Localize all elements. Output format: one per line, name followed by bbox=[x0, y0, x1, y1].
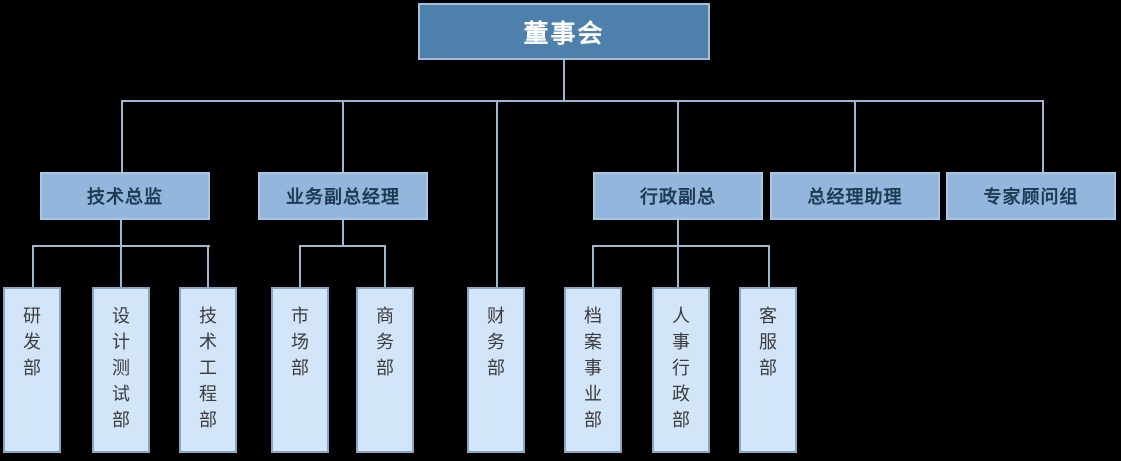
node-tech-director[interactable]: 技术总监 bbox=[40, 172, 210, 220]
node-hr-admin-dept[interactable]: 人事行政部 bbox=[652, 287, 710, 453]
connector-drop-gm-assistant bbox=[854, 100, 856, 172]
node-finance-dept-label: 财务部 bbox=[487, 306, 505, 378]
node-hr-admin-dept-label: 人事行政部 bbox=[672, 306, 690, 430]
node-archives-dept[interactable]: 档案事业部 bbox=[564, 287, 622, 453]
node-admin-deputy[interactable]: 行政副总 bbox=[593, 172, 763, 220]
node-design-test-dept[interactable]: 设计测试部 bbox=[92, 287, 150, 453]
node-expert-advisory-group[interactable]: 专家顾问组 bbox=[946, 172, 1116, 220]
connector-level1-bus bbox=[121, 100, 1044, 102]
node-tech-engineering-dept-label: 技术工程部 bbox=[199, 306, 217, 430]
node-board-label: 董事会 bbox=[523, 19, 605, 48]
node-customer-service-dept-label: 客服部 bbox=[759, 306, 777, 378]
connector-drop-rd-dept bbox=[32, 245, 34, 287]
connector-drop-tech-director bbox=[121, 100, 123, 172]
node-gm-assistant-label: 总经理助理 bbox=[807, 187, 903, 207]
node-design-test-dept-label: 设计测试部 bbox=[112, 306, 130, 430]
connector-drop-finance-dept bbox=[496, 100, 498, 287]
node-commerce-dept-label: 商务部 bbox=[376, 306, 394, 378]
node-commerce-dept[interactable]: 商务部 bbox=[356, 287, 414, 453]
connector-drop-tech-engineering-dept bbox=[207, 245, 209, 287]
node-business-deputy-gm-label: 业务副总经理 bbox=[286, 187, 400, 207]
node-gm-assistant[interactable]: 总经理助理 bbox=[770, 172, 940, 220]
connector-drop-expert-advisory-group bbox=[1042, 100, 1044, 173]
connector-drop-archives-dept bbox=[592, 245, 594, 287]
node-finance-dept[interactable]: 财务部 bbox=[467, 287, 525, 453]
connector-tech-children-bus bbox=[32, 245, 210, 247]
connector-business-children-bus bbox=[299, 245, 386, 247]
connector-drop-business-deputy-gm bbox=[342, 100, 344, 172]
node-rd-dept[interactable]: 研发部 bbox=[3, 287, 61, 453]
connector-drop-admin-deputy bbox=[677, 100, 679, 172]
node-tech-engineering-dept[interactable]: 技术工程部 bbox=[179, 287, 237, 453]
node-archives-dept-label: 档案事业部 bbox=[584, 306, 602, 430]
node-customer-service-dept[interactable]: 客服部 bbox=[739, 287, 797, 453]
node-admin-deputy-label: 行政副总 bbox=[640, 187, 716, 207]
connector-board-stub bbox=[563, 60, 565, 101]
connector-admin-children-bus bbox=[592, 245, 770, 247]
node-rd-dept-label: 研发部 bbox=[23, 306, 41, 378]
connector-tech-middle-drop bbox=[120, 220, 122, 287]
connector-drop-customer-service-dept bbox=[768, 245, 770, 287]
node-tech-director-label: 技术总监 bbox=[87, 187, 163, 207]
node-business-deputy-gm[interactable]: 业务副总经理 bbox=[258, 172, 428, 220]
node-board[interactable]: 董事会 bbox=[418, 3, 710, 60]
node-marketing-dept-label: 市场部 bbox=[291, 306, 309, 378]
node-expert-advisory-group-label: 专家顾问组 bbox=[983, 187, 1079, 207]
connector-business-stub bbox=[342, 220, 344, 247]
connector-admin-middle-drop bbox=[677, 220, 679, 287]
node-marketing-dept[interactable]: 市场部 bbox=[271, 287, 329, 453]
connector-drop-marketing-dept bbox=[299, 245, 301, 287]
connector-drop-commerce-dept bbox=[384, 245, 386, 287]
